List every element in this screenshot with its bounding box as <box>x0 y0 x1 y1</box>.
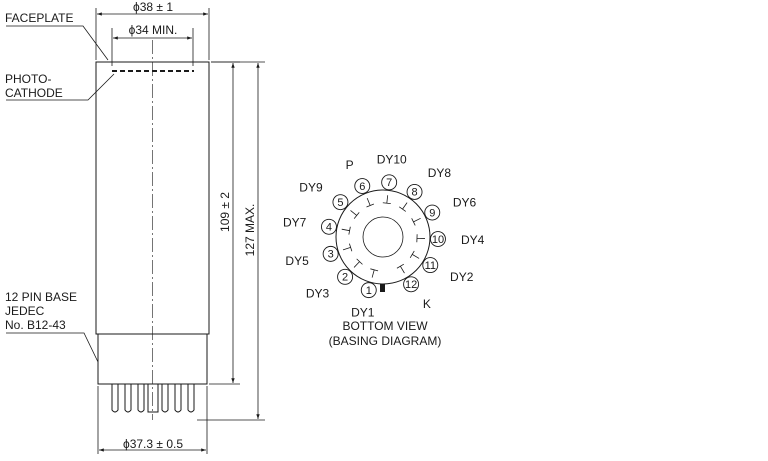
svg-text:FACEPLATE: FACEPLATE <box>5 11 73 25</box>
electrode-lead <box>353 258 363 268</box>
pin-name: DY8 <box>428 166 452 180</box>
pin-circle <box>406 183 423 200</box>
pin-circle <box>360 282 377 299</box>
pin-number: 8 <box>411 187 417 199</box>
pin-name: DY2 <box>450 270 474 284</box>
pin-circle <box>354 178 371 195</box>
electrode-lead <box>398 202 408 212</box>
pin-6: 6P <box>346 158 375 208</box>
pin-circle <box>424 204 441 221</box>
pin-name: DY6 <box>453 195 477 209</box>
svg-text:No. B12-43: No. B12-43 <box>5 318 66 332</box>
length-label: 109 ± 2 <box>218 192 232 232</box>
pin-circle <box>403 276 420 293</box>
dimension-min-diameter: ϕ34 MIN. <box>111 23 194 66</box>
pin-number: 4 <box>326 222 332 234</box>
electrode-lead <box>382 195 391 205</box>
electrode-lead <box>411 217 421 226</box>
callout-faceplate: FACEPLATE <box>5 11 109 61</box>
pin-5: 5 DY9 <box>299 181 360 219</box>
pin-name: DY4 <box>461 233 485 247</box>
pin-circle <box>422 257 439 274</box>
pin-3: 3 DY5 <box>285 243 353 268</box>
pin-12: 12K <box>396 263 431 311</box>
base-inner-circle <box>362 216 404 258</box>
dimension-outer-diameter: ϕ38 ± 1 <box>95 0 210 60</box>
svg-text:CATHODE: CATHODE <box>5 86 63 100</box>
tube-side-view <box>95 40 210 420</box>
pin-number: 6 <box>359 181 365 193</box>
basing-subtitle: (BASING DIAGRAM) <box>329 334 442 348</box>
electrode-lead <box>366 197 375 208</box>
pin-circle <box>321 218 337 235</box>
electrode-lead <box>416 234 425 243</box>
pin-circle <box>381 174 398 191</box>
pin-name: P <box>346 158 354 172</box>
callout-photocathode: PHOTO- CATHODE <box>5 72 115 101</box>
electrode-lead <box>350 210 360 219</box>
min-diameter-label: ϕ34 MIN. <box>129 23 178 37</box>
dimension-base-diameter: ϕ37.3 ± 0.5 <box>97 386 208 454</box>
base-outer-circle <box>335 189 431 285</box>
pin-circle <box>337 268 354 285</box>
pin-name: DY10 <box>377 152 407 166</box>
pin-4: 4 DY7 <box>283 215 351 235</box>
pin-circle <box>430 231 446 248</box>
pin-number: 11 <box>425 260 436 272</box>
dimension-max-length: 127 MAX. <box>197 61 265 421</box>
basing-title: BOTTOM VIEW <box>342 319 428 333</box>
pin-number: 12 <box>405 279 417 291</box>
pin-name: DY9 <box>299 181 323 195</box>
callout-base: 12 PIN BASE JEDEC No. B12-43 <box>5 290 99 363</box>
pin-10: 10 DY4 <box>416 231 485 248</box>
electrode-lead <box>342 243 353 252</box>
pin-number: 10 <box>432 234 444 246</box>
pin-9: 9 DY6 <box>411 195 477 226</box>
pin-number: 2 <box>342 272 348 284</box>
svg-text:12 PIN BASE: 12 PIN BASE <box>5 290 77 304</box>
base-pins <box>111 383 195 413</box>
pin-name: DY3 <box>306 287 330 301</box>
pin-8: 8 DY8 <box>398 166 452 212</box>
base-key <box>380 284 385 292</box>
pin-name: DY5 <box>285 254 309 268</box>
pin-7: 7 DY10 <box>377 152 407 205</box>
pin-circle <box>332 194 349 211</box>
pin-name: K <box>423 297 431 311</box>
pin-number: 9 <box>429 207 435 219</box>
pin-name: DY7 <box>283 215 307 229</box>
pin-number: 1 <box>366 285 372 297</box>
pin-number: 5 <box>337 197 343 209</box>
electrode-lead <box>409 250 420 259</box>
pin-number: 7 <box>386 177 392 189</box>
pin-circle <box>322 245 339 262</box>
dimension-length: 109 ± 2 <box>209 61 240 385</box>
base-diameter-label: ϕ37.3 ± 0.5 <box>123 437 183 451</box>
max-length-label: 127 MAX. <box>243 204 257 257</box>
svg-text:JEDEC: JEDEC <box>5 304 45 318</box>
pin-name: DY1 <box>351 305 375 319</box>
svg-text:PHOTO-: PHOTO- <box>5 72 51 86</box>
electrode-lead <box>370 268 379 278</box>
electrode-lead <box>341 226 351 235</box>
outer-diameter-label: ϕ38 ± 1 <box>133 0 173 14</box>
pin-number: 3 <box>328 249 334 261</box>
electrode-lead <box>396 263 405 274</box>
